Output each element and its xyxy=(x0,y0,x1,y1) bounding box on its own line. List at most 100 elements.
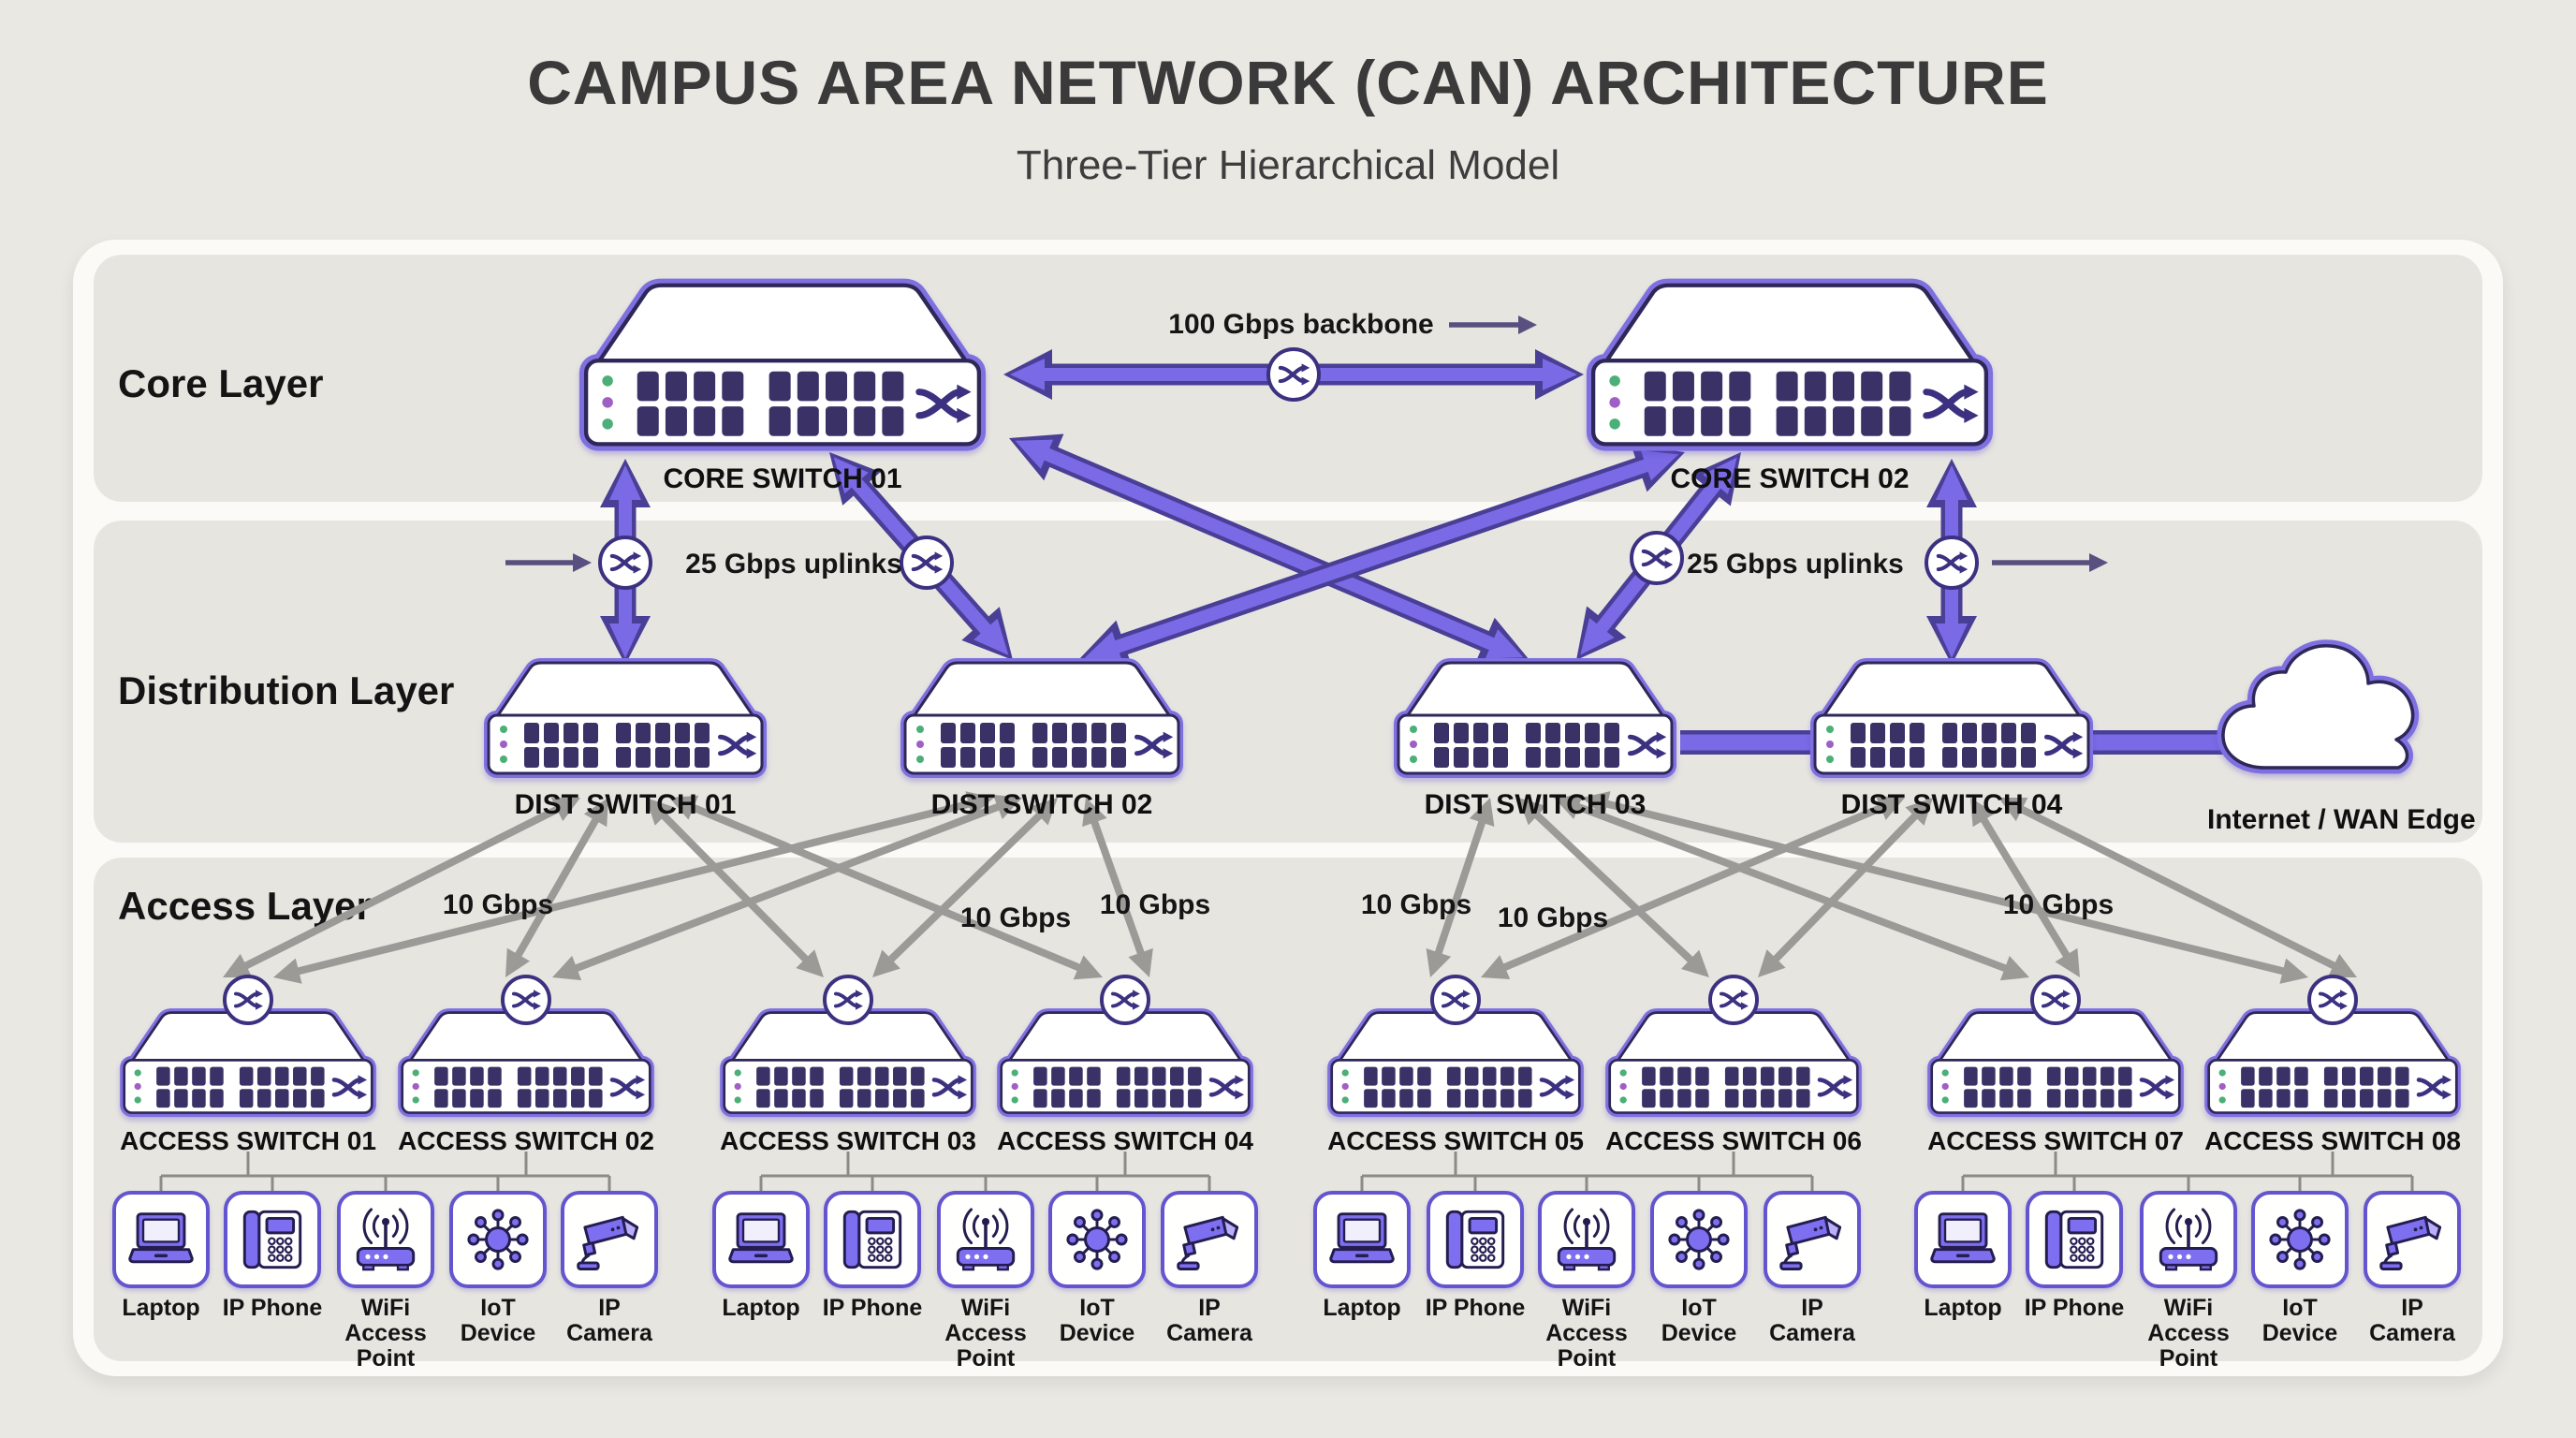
device-box xyxy=(1048,1191,1146,1288)
dist-switch-01: DIST SWITCH 01 xyxy=(476,657,775,821)
device-box xyxy=(2364,1191,2461,1288)
access-speed-label-6: 10 Gbps xyxy=(2002,889,2115,920)
page-title: CAMPUS AREA NETWORK (CAN) ARCHITECTURE xyxy=(527,48,2049,117)
access-switch-07: ACCESS SWITCH 07 xyxy=(1920,1007,2191,1156)
device-box xyxy=(224,1191,321,1288)
device-box xyxy=(1427,1191,1524,1288)
switch-icon xyxy=(1920,1007,2191,1120)
device-ip-phone: IP Phone xyxy=(809,1191,936,1321)
uplink-speed-label-right: 25 Gbps uplinks xyxy=(1687,549,1904,580)
switch-icon xyxy=(112,1007,384,1120)
access-speed-label-1: 10 Gbps xyxy=(442,889,554,920)
access-switch-08-label: ACCESS SWITCH 08 xyxy=(2204,1126,2461,1155)
device-iot: IoT Device xyxy=(434,1191,562,1346)
core-switch-01: CORE SWITCH 01 xyxy=(567,277,998,495)
core-switch-02-label: CORE SWITCH 02 xyxy=(1670,463,1910,494)
iot-device-icon xyxy=(1061,1204,1133,1275)
device-laptop: Laptop xyxy=(97,1191,225,1321)
access-switch-03: ACCESS SWITCH 03 xyxy=(712,1007,984,1156)
cloud-icon xyxy=(2207,637,2460,796)
iot-device-icon xyxy=(2264,1204,2335,1275)
access-switch-01-label: ACCESS SWITCH 01 xyxy=(120,1126,376,1155)
device-label: IP Phone xyxy=(1425,1295,1526,1321)
switch-icon xyxy=(1574,277,2005,455)
device-ip-camera: IP Camera xyxy=(1749,1191,1876,1346)
device-box xyxy=(561,1191,658,1288)
switch-icon xyxy=(476,657,775,781)
switch-icon xyxy=(390,1007,662,1120)
device-laptop: Laptop xyxy=(1298,1191,1426,1321)
device-box xyxy=(112,1191,210,1288)
backbone-speed-label: 100 Gbps backbone xyxy=(1168,309,1434,340)
device-label: IP Phone xyxy=(222,1295,323,1321)
wifi-access-point-icon xyxy=(350,1204,421,1275)
device-wifi-access-point: WiFi Access Point xyxy=(2125,1191,2252,1372)
device-box xyxy=(449,1191,547,1288)
device-ip-camera: IP Camera xyxy=(546,1191,673,1346)
laptop-icon xyxy=(125,1204,197,1275)
switch-icon xyxy=(989,1007,1261,1120)
dist-switch-01-label: DIST SWITCH 01 xyxy=(514,789,737,820)
device-laptop: Laptop xyxy=(697,1191,825,1321)
device-box xyxy=(1764,1191,1861,1288)
device-label: IoT Device xyxy=(1059,1295,1135,1346)
device-label: WiFi Access Point xyxy=(2147,1295,2230,1372)
switch-icon xyxy=(1802,657,2101,781)
device-box xyxy=(824,1191,921,1288)
device-label: IoT Device xyxy=(460,1295,536,1346)
ip-phone-icon xyxy=(1440,1204,1511,1275)
device-box xyxy=(712,1191,810,1288)
access-switch-02-label: ACCESS SWITCH 02 xyxy=(398,1126,654,1155)
access-switch-04: ACCESS SWITCH 04 xyxy=(989,1007,1261,1156)
device-label: WiFi Access Point xyxy=(944,1295,1027,1372)
wifi-access-point-icon xyxy=(2153,1204,2224,1275)
device-label: IP Camera xyxy=(566,1295,652,1346)
iot-device-icon xyxy=(1663,1204,1734,1275)
device-wifi-access-point: WiFi Access Point xyxy=(922,1191,1049,1372)
device-label: IP Camera xyxy=(1769,1295,1855,1346)
ip-camera-icon xyxy=(1174,1204,1245,1275)
switch-icon xyxy=(1320,1007,1591,1120)
core-switch-02: CORE SWITCH 02 xyxy=(1574,277,2005,495)
device-label: IP Camera xyxy=(2369,1295,2455,1346)
device-laptop: Laptop xyxy=(1899,1191,2027,1321)
access-speed-label-4: 10 Gbps xyxy=(1360,889,1472,920)
switch-icon xyxy=(567,277,998,455)
device-label: IP Camera xyxy=(1166,1295,1252,1346)
access-switch-04-label: ACCESS SWITCH 04 xyxy=(997,1126,1253,1155)
device-label: IoT Device xyxy=(1661,1295,1737,1346)
dist-switch-02: DIST SWITCH 02 xyxy=(892,657,1192,821)
device-label: Laptop xyxy=(1323,1295,1401,1321)
device-iot: IoT Device xyxy=(2236,1191,2364,1346)
device-label: IP Phone xyxy=(822,1295,923,1321)
device-label: WiFi Access Point xyxy=(344,1295,427,1372)
device-box xyxy=(937,1191,1034,1288)
dist-switch-03: DIST SWITCH 03 xyxy=(1385,657,1685,821)
access-speed-label-5: 10 Gbps xyxy=(1497,902,1609,933)
dist-switch-04-label: DIST SWITCH 04 xyxy=(1840,789,2063,820)
device-iot: IoT Device xyxy=(1033,1191,1161,1346)
core-layer-label: Core Layer xyxy=(118,361,324,405)
ip-phone-icon xyxy=(237,1204,308,1275)
ip-phone-icon xyxy=(837,1204,908,1275)
device-label: Laptop xyxy=(122,1295,200,1321)
device-label: IP Phone xyxy=(2024,1295,2125,1321)
access-switch-05: ACCESS SWITCH 05 xyxy=(1320,1007,1591,1156)
access-switch-02: ACCESS SWITCH 02 xyxy=(390,1007,662,1156)
switch-icon xyxy=(712,1007,984,1120)
device-label: IoT Device xyxy=(2261,1295,2338,1346)
wifi-access-point-icon xyxy=(1551,1204,1622,1275)
device-box xyxy=(1650,1191,1748,1288)
internet-wan-edge: Internet / WAN Edge xyxy=(2207,637,2476,836)
device-label: Laptop xyxy=(722,1295,800,1321)
core-switch-01-label: CORE SWITCH 01 xyxy=(663,463,902,494)
device-box xyxy=(2140,1191,2237,1288)
wifi-access-point-icon xyxy=(950,1204,1021,1275)
device-ip-phone: IP Phone xyxy=(1412,1191,1539,1321)
device-wifi-access-point: WiFi Access Point xyxy=(1523,1191,1650,1372)
ip-camera-icon xyxy=(2377,1204,2448,1275)
access-switch-08: ACCESS SWITCH 08 xyxy=(2197,1007,2468,1156)
laptop-icon xyxy=(1326,1204,1398,1275)
access-switch-06-label: ACCESS SWITCH 06 xyxy=(1605,1126,1862,1155)
